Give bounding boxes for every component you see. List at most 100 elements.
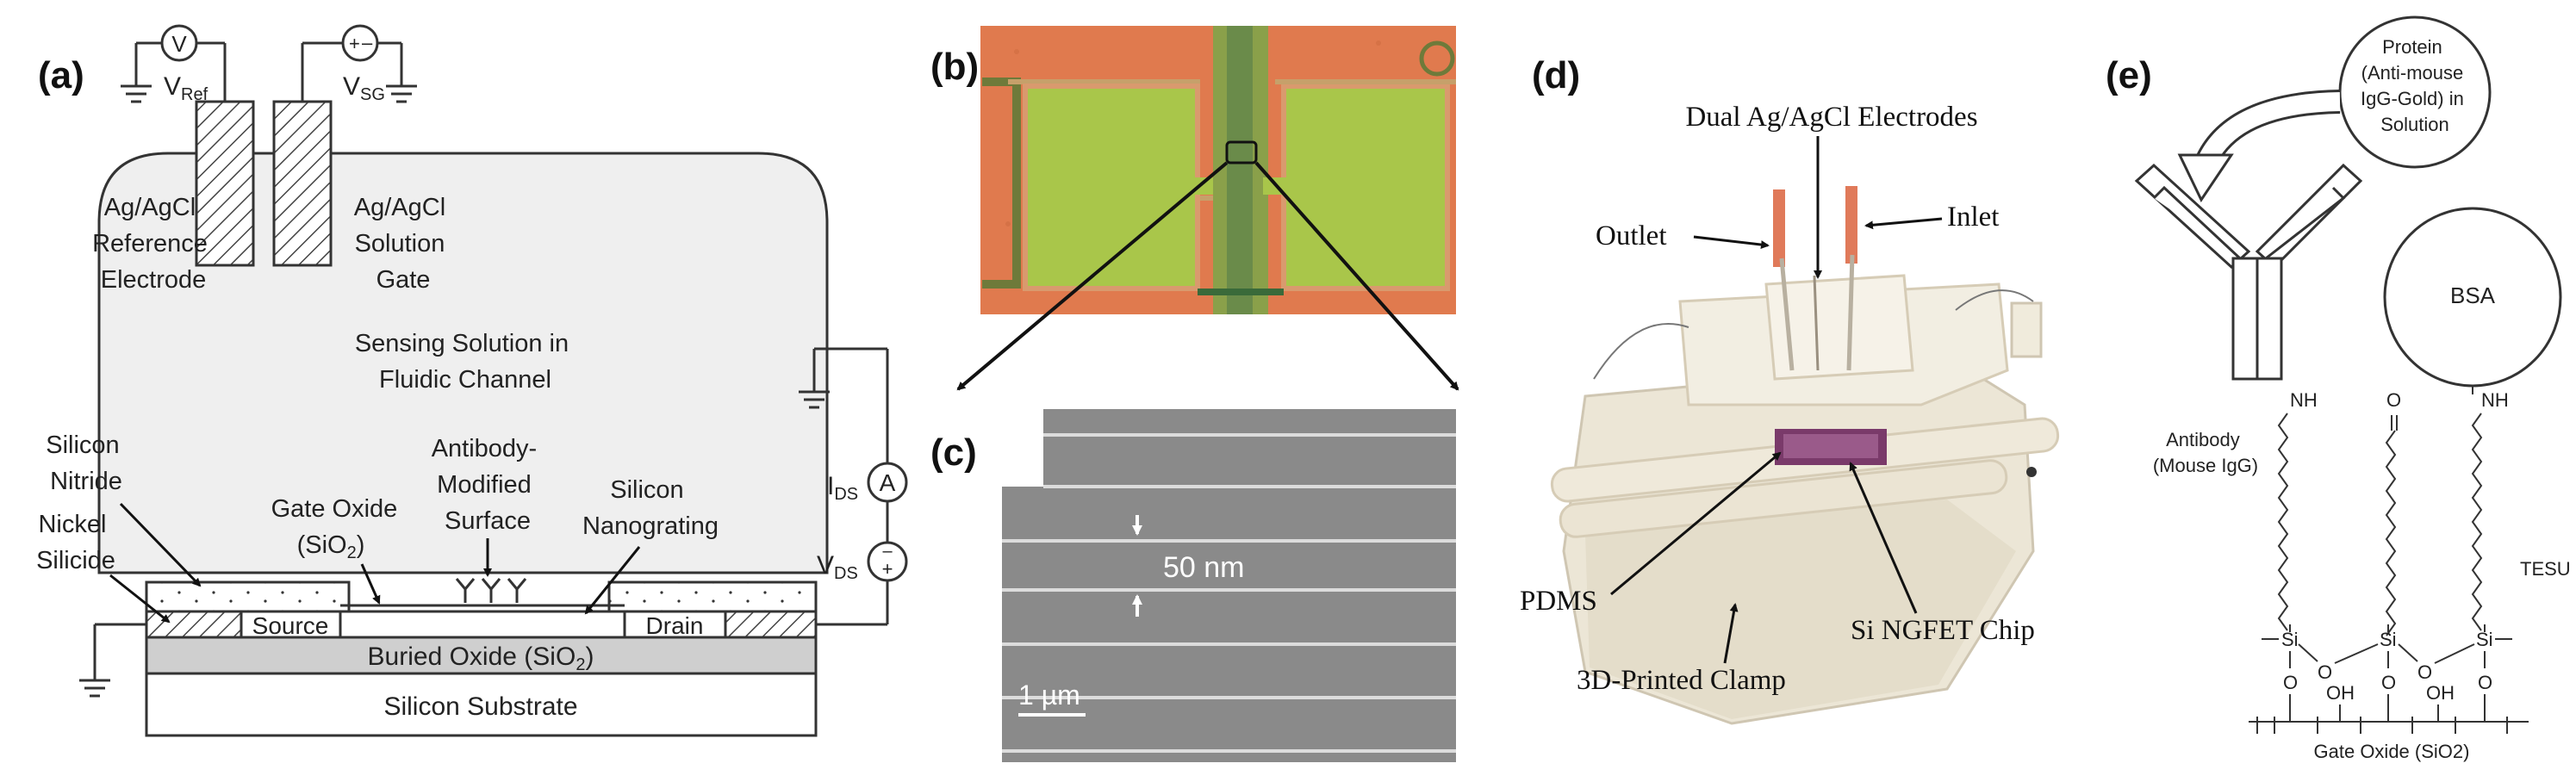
pdms-label: PDMS xyxy=(1520,586,1597,617)
alignment-mark xyxy=(1419,40,1455,77)
protein-label: Protein (Anti-mouse IgG-Gold) in Solutio… xyxy=(2361,36,2469,135)
spacing-label: 50 nm xyxy=(1163,551,1245,584)
nickel-silicide-right xyxy=(724,610,818,639)
svg-text:Si: Si xyxy=(2281,629,2299,650)
gate-oxide-surface-label: Gate Oxide (SiO2) xyxy=(2314,741,2470,762)
ground-icon xyxy=(121,84,152,103)
vref-label: VRef xyxy=(164,72,208,104)
zoom-arrow-left xyxy=(956,161,1229,391)
svg-text:OH: OH xyxy=(2426,682,2455,704)
svg-text:O: O xyxy=(2381,672,2396,693)
oxide-ticks xyxy=(2256,717,2508,734)
bsa-label: BSA xyxy=(2450,282,2496,308)
reference-electrode-label: Ag/AgCl Reference Electrode xyxy=(92,194,215,294)
chip-arrow xyxy=(1849,462,1918,614)
panel-b-label: (b) xyxy=(930,46,979,88)
left-trace xyxy=(982,78,1021,289)
sensing-solution-label: Sensing Solution in Fluidic Channel xyxy=(355,330,576,394)
panel-d: (d) Dual Ag/AgCl Electrodes Outlet Inlet… xyxy=(1520,54,2060,725)
source-region xyxy=(240,610,342,639)
electrode-inlet-top xyxy=(1845,186,1857,264)
vds-label: VDS xyxy=(817,551,858,583)
nanograting-lines xyxy=(1002,433,1456,753)
svg-text:Si: Si xyxy=(2476,629,2493,650)
antibody-icon xyxy=(2134,163,2363,381)
panel-a-label: (a) xyxy=(38,54,84,96)
svg-text:O: O xyxy=(2318,661,2332,683)
inlet-arrow xyxy=(1864,217,1943,230)
ground-icon xyxy=(386,84,417,103)
inlet-label: Inlet xyxy=(1947,202,1999,233)
gate-oxide-arrow xyxy=(360,563,381,605)
reference-electrode xyxy=(195,100,255,267)
inlet-tube xyxy=(1846,254,1855,371)
bottom-trace xyxy=(1198,289,1284,295)
panel-e-label: (e) xyxy=(2106,54,2152,96)
sem-corner-cutout xyxy=(1002,409,1043,487)
svg-text:O: O xyxy=(2478,672,2492,693)
solution-gate-electrode xyxy=(272,100,333,267)
silicide-arrow xyxy=(109,574,171,624)
antibody-icons xyxy=(455,578,527,603)
fluidic-block xyxy=(1764,274,1914,381)
siloxane-backbone: Si Si Si O O O O O OH OH xyxy=(2262,624,2512,722)
sem-image xyxy=(1002,409,1456,762)
clamp-arrow xyxy=(1723,603,1739,664)
silicon-substrate xyxy=(145,672,818,737)
nh-label-bsa: NH xyxy=(2481,389,2509,411)
panel-e: (e) Protein (Anti-mouse IgG-Gold) in Sol… xyxy=(2106,16,2571,762)
panel-d-label: (d) xyxy=(1532,54,1580,96)
substrate-label: Silicon Substrate xyxy=(383,692,577,721)
panel-c: (c) 50 nm 1 µm xyxy=(930,409,1456,762)
clamp-bar-bottom xyxy=(1559,459,2008,538)
screw-hole xyxy=(2026,467,2037,477)
vref-circuit: V VRef xyxy=(121,24,227,104)
nanograting-arrow xyxy=(584,546,641,615)
right-pad xyxy=(1281,84,1450,291)
outlet-label: Outlet xyxy=(1596,220,1666,251)
panel-c-label: (c) xyxy=(930,431,977,474)
vsg-label: VSG xyxy=(343,72,385,104)
tesu-label: TESU xyxy=(2520,558,2571,580)
protein-circle xyxy=(2338,16,2492,169)
binding-arrow-head xyxy=(2177,153,2234,203)
svg-text:O: O xyxy=(2283,672,2298,693)
antibody-label: Antibody (Mouse IgG) xyxy=(2153,429,2258,476)
silicon-nanograting-label: Silicon Nanograting xyxy=(582,476,719,540)
outlet-arrow xyxy=(1693,235,1770,250)
nickel-silicide-label: Nickel Silicide xyxy=(36,511,115,574)
silicon-nitride-right xyxy=(607,580,818,613)
silicon-nitride-label: Silicon Nitride xyxy=(46,431,127,495)
nitride-arrow xyxy=(119,502,202,587)
pdms-arrow xyxy=(1610,451,1782,596)
binding-arrow-inner xyxy=(2196,92,2341,168)
gate-oxide-label: Gate Oxide (SiO2) xyxy=(271,495,405,562)
center-channel-inner xyxy=(1227,26,1253,314)
panel-b: (b) xyxy=(930,26,1456,314)
nh-label-antibody: NH xyxy=(2290,389,2318,411)
ground-icon xyxy=(79,679,110,698)
antibody-surface-label: Antibody- Modified Surface xyxy=(432,435,544,535)
solution-gate-label: Ag/AgCl Solution Gate xyxy=(354,194,452,294)
vsg-circuit: + – VSG xyxy=(301,24,417,104)
svg-text:Si: Si xyxy=(2380,629,2397,650)
electrode-outlet-top xyxy=(1773,189,1785,267)
ids-label: IDS xyxy=(827,472,858,504)
panel-a: (a) V VRef + – xyxy=(36,24,908,737)
buried-oxide-layer xyxy=(145,636,818,675)
outlet-tube xyxy=(1779,258,1795,371)
minus-sign-icon: – xyxy=(882,542,893,561)
source-ground xyxy=(79,623,146,698)
clamp-base-shade xyxy=(1585,500,2016,719)
scale-bar-label: 1 µm xyxy=(1018,680,1080,711)
buried-oxide-label: Buried Oxide (SiO2) xyxy=(368,642,594,674)
ammeter-symbol: A xyxy=(880,469,896,496)
drain-label: Drain xyxy=(646,612,704,639)
clamp-label: 3D-Printed Clamp xyxy=(1577,665,1786,696)
left-pad xyxy=(1023,84,1200,291)
drain-circuit: – + A IDS VDS xyxy=(799,347,908,626)
silicon-nitride-left xyxy=(145,580,351,613)
plus-sign-icon: + xyxy=(349,33,360,54)
minus-sign-icon: – xyxy=(362,32,373,53)
